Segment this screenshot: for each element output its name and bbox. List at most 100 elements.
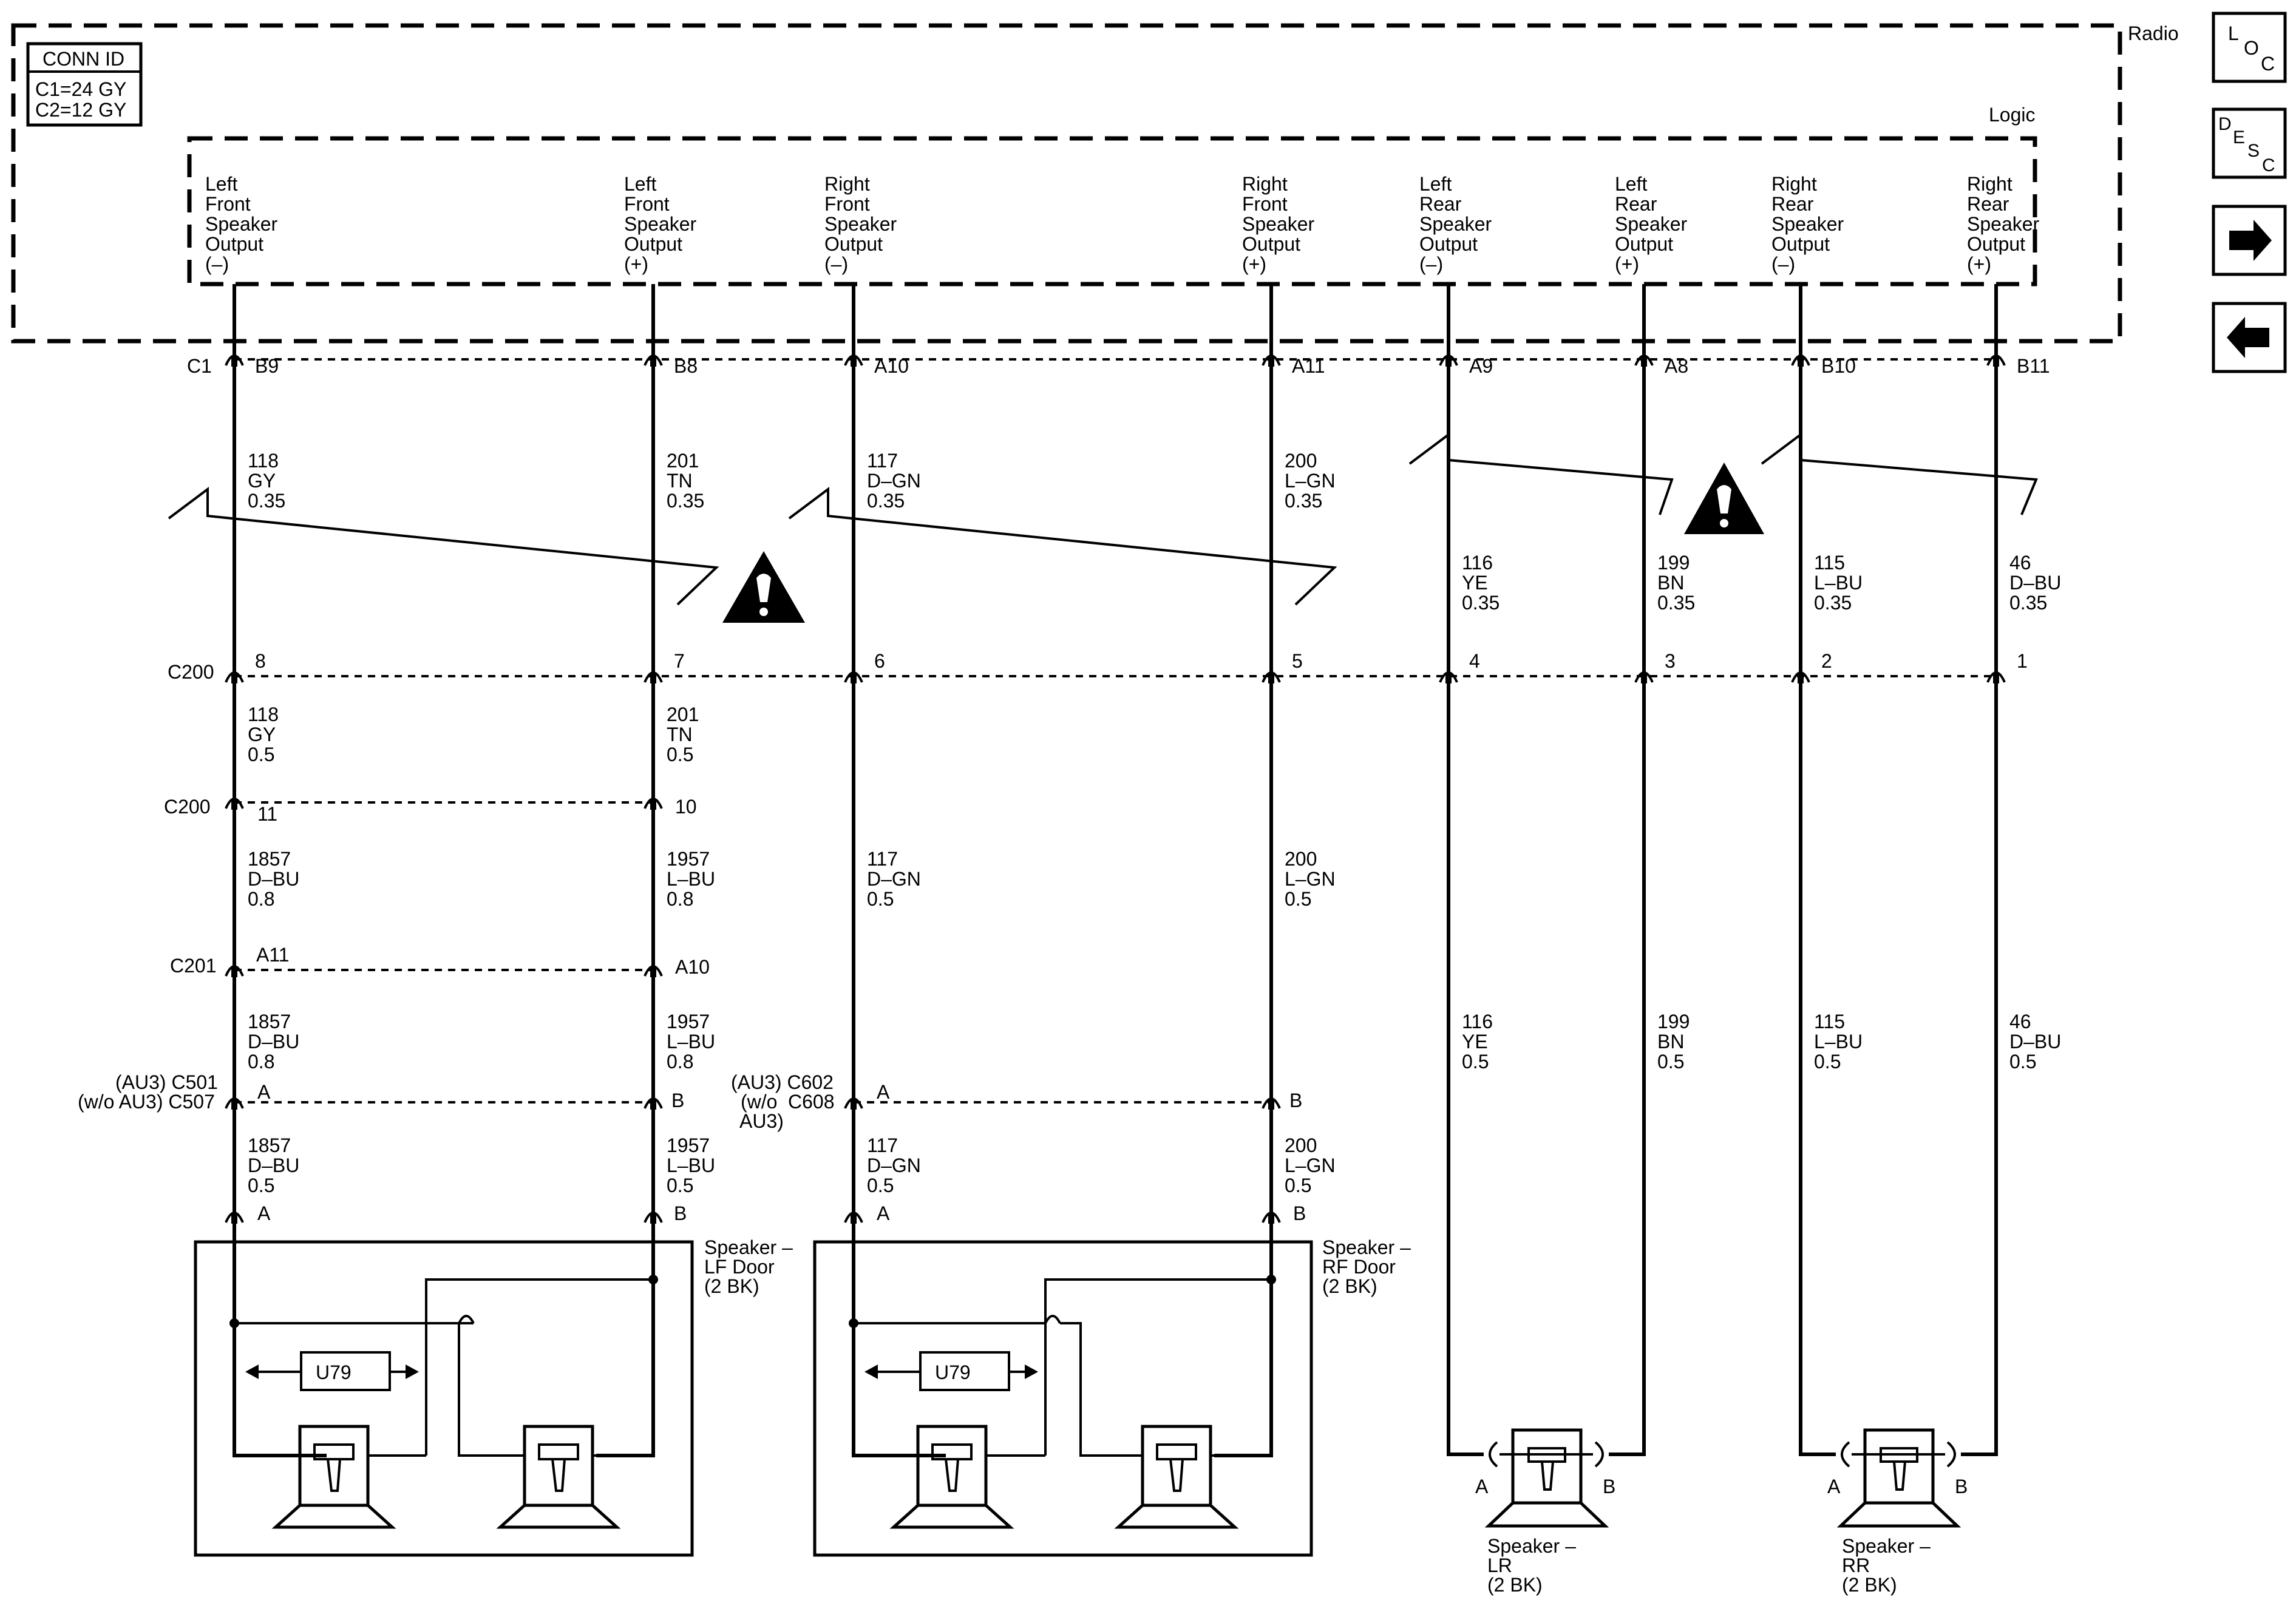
wire-label: L–BU <box>667 1031 715 1053</box>
twisted-pair-rr <box>1761 432 2038 515</box>
wire-label: 0.35 <box>667 490 704 512</box>
rr-speaker: A B Speaker – RR (2 BK) <box>1799 683 1998 1596</box>
lf-u79-label: U79 <box>316 1361 352 1383</box>
conn-id-c1: C1=24 GY <box>35 78 126 100</box>
twisted-pair-lr <box>1408 432 1674 515</box>
arrow-right-icon <box>2229 220 2272 261</box>
wire-label: BN <box>1657 1031 1684 1053</box>
rf-door-speaker: U79 <box>813 1214 1313 1557</box>
output-label-line: Speaker <box>1242 213 1315 235</box>
wire-label: 1857 <box>248 848 291 870</box>
wire-label: 1957 <box>667 1134 710 1156</box>
wire-label: GY <box>248 724 276 745</box>
c1-connector <box>225 354 244 366</box>
wire-label: 0.5 <box>1285 888 1311 910</box>
c201-connector <box>644 965 663 977</box>
wire-label: D–GN <box>867 470 921 492</box>
speaker-icon <box>889 1425 1014 1529</box>
c200-pin-10: 10 <box>675 796 697 818</box>
rr-speaker-name-1: Speaker – <box>1842 1535 1931 1557</box>
lr-pin-b: B <box>1603 1476 1615 1497</box>
output-label-line: Output <box>1242 233 1300 255</box>
lf-door-box <box>194 1240 694 1557</box>
back-button[interactable] <box>2212 302 2287 373</box>
lr-speaker: A B Speaker – LR (2 BK) <box>1447 683 1646 1596</box>
c1-connector-pin <box>1445 357 1452 367</box>
c201-connector-pin <box>650 968 656 977</box>
wire-label: 0.35 <box>1462 592 1500 614</box>
c1-connector <box>1262 354 1281 366</box>
output-label-line: Speaker <box>1615 213 1688 235</box>
rf-speaker-name-1: Speaker – <box>1322 1236 1411 1258</box>
lf-speaker-name-2: LF Door <box>704 1256 775 1278</box>
output-label-line: (+) <box>1242 253 1266 275</box>
c201-label: C201 <box>170 955 217 977</box>
c200-connector-pin <box>231 674 237 683</box>
c200-connector-pin <box>1268 674 1274 683</box>
output-label-line: (–) <box>1771 253 1795 275</box>
wire-label: 199 <box>1657 1011 1690 1032</box>
c1-label: C1 <box>187 355 212 377</box>
wire-label: L–GN <box>1285 470 1336 492</box>
speaker-connector <box>844 1212 863 1223</box>
c200-lf-connector <box>225 798 244 809</box>
c200-connector-pin <box>1445 674 1452 683</box>
c200-pin-11: 11 <box>257 803 277 825</box>
wire-label: 0.5 <box>1657 1051 1684 1073</box>
wire-label: 118 <box>248 703 279 725</box>
c602-label-3: C608 <box>788 1091 835 1113</box>
output-label-line: (+) <box>1615 253 1639 275</box>
c200-connector <box>1634 671 1654 683</box>
c602-label-1: (AU3) C602 <box>731 1071 834 1093</box>
c1-connector <box>1634 354 1654 366</box>
wire-label: D–BU <box>2009 572 2061 594</box>
lf-door-speaker: U79 <box>194 1214 694 1557</box>
rr-pin-a: A <box>1827 1476 1841 1497</box>
wire-label: YE <box>1462 572 1488 594</box>
wire-label: D–BU <box>2009 1031 2061 1053</box>
loc-button[interactable]: L O C <box>2212 12 2287 83</box>
lf-spk-pin-a: A <box>257 1202 271 1224</box>
c1-connector-pin <box>650 357 656 367</box>
output-label-line: Rear <box>1615 193 1657 215</box>
wire-label: 0.35 <box>248 490 285 512</box>
logic-label: Logic <box>1989 104 2036 126</box>
lr-speaker-name-1: Speaker – <box>1487 1535 1576 1557</box>
door-connector-pin <box>851 1100 857 1110</box>
rf-speaker-name-2: RF Door <box>1322 1256 1396 1278</box>
wire-label: L–BU <box>1814 572 1863 594</box>
c201-pin-a10: A10 <box>675 956 710 978</box>
speaker-connector <box>1262 1212 1281 1223</box>
wire-label: 0.5 <box>667 1175 693 1196</box>
c1-connector-pin <box>851 357 857 367</box>
c200-connector <box>1986 671 2006 683</box>
wire-label: TN <box>667 724 693 745</box>
radio-module-outline <box>11 23 2122 344</box>
output-label-line: Speaker <box>1419 213 1492 235</box>
rr-speaker-name-3: (2 BK) <box>1842 1574 1897 1596</box>
loc-letter-c: C <box>2261 53 2275 75</box>
output-label-line: (+) <box>624 253 648 275</box>
wire-label: 0.35 <box>1657 592 1695 614</box>
lr-pin-a: A <box>1475 1476 1489 1497</box>
speaker-icon <box>1484 1428 1609 1528</box>
wire-label: 1957 <box>667 1011 710 1032</box>
c200-connector-pin <box>1993 674 1999 683</box>
wire-label: 117 <box>867 450 898 472</box>
warning-icon <box>722 551 805 623</box>
wire-label: YE <box>1462 1031 1488 1053</box>
wire-label: 199 <box>1657 552 1690 574</box>
wire-label: 0.5 <box>667 744 693 765</box>
c200-connector-pin <box>1641 674 1647 683</box>
next-button[interactable] <box>2212 205 2287 276</box>
output-label-line: Output <box>1419 233 1478 255</box>
wire-labels: 118GY0.35201TN0.35117D–GN0.35200L–GN0.35… <box>248 450 2061 1196</box>
c200-pin-label: 8 <box>255 650 266 672</box>
wire-label: 115 <box>1814 1011 1845 1032</box>
c1-connector <box>1986 354 2006 366</box>
desc-button[interactable]: D E S C <box>2212 107 2287 179</box>
output-label-line: Front <box>824 193 870 215</box>
output-label-line: Front <box>1242 193 1288 215</box>
desc-letter-s: S <box>2247 141 2260 161</box>
c201-connector-pin <box>231 968 237 977</box>
